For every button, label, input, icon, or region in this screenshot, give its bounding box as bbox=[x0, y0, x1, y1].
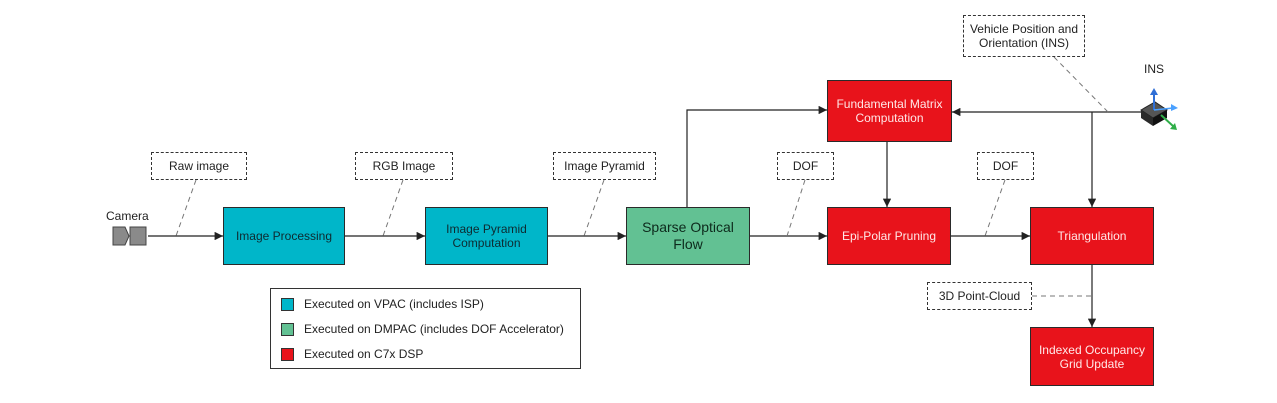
tag-leader-dof-2 bbox=[984, 179, 1006, 237]
dof-tag-2: DOF bbox=[977, 152, 1034, 180]
image-pyramid-tag: Image Pyramid bbox=[553, 152, 656, 180]
dof-tag-1: DOF bbox=[777, 152, 834, 180]
legend-label-c7x: Executed on C7x DSP bbox=[304, 347, 424, 361]
raw-image-tag: Raw image bbox=[151, 152, 247, 180]
image-processing-node[interactable]: Image Processing bbox=[223, 207, 345, 265]
legend-item-vpac: Executed on VPAC (includes ISP) bbox=[281, 297, 484, 311]
tag-leader-image-pyramid bbox=[583, 179, 605, 237]
tag-leader-raw-image bbox=[175, 179, 197, 237]
tag-leader-rgb-image bbox=[382, 179, 404, 237]
legend: Executed on VPAC (includes ISP) Executed… bbox=[270, 288, 581, 369]
point-cloud-tag: 3D Point-Cloud bbox=[927, 282, 1032, 310]
camera-icon bbox=[112, 226, 147, 246]
triangulation-node[interactable]: Triangulation bbox=[1030, 207, 1154, 265]
occupancy-grid-node[interactable]: Indexed Occupancy Grid Update bbox=[1030, 327, 1154, 386]
rgb-image-tag: RGB Image bbox=[355, 152, 453, 180]
vehicle-position-tag: Vehicle Position and Orientation (INS) bbox=[963, 15, 1085, 57]
edge-flow-to-fundamental bbox=[686, 105, 827, 207]
legend-label-dmpac: Executed on DMPAC (includes DOF Accelera… bbox=[304, 322, 564, 336]
image-pyramid-computation-node[interactable]: Image Pyramid Computation bbox=[425, 207, 548, 265]
legend-item-dmpac: Executed on DMPAC (includes DOF Accelera… bbox=[281, 322, 564, 336]
legend-label-vpac: Executed on VPAC (includes ISP) bbox=[304, 297, 484, 311]
epipolar-pruning-node[interactable]: Epi-Polar Pruning bbox=[827, 207, 951, 265]
legend-swatch-vpac bbox=[281, 297, 294, 311]
ins-label: INS bbox=[1144, 62, 1165, 76]
sparse-optical-flow-node[interactable]: Sparse Optical Flow bbox=[626, 207, 750, 265]
ins-sensor-icon bbox=[1140, 88, 1178, 130]
legend-item-c7x: Executed on C7x DSP bbox=[281, 347, 423, 361]
legend-swatch-c7x bbox=[281, 347, 294, 361]
tag-leader-dof-1 bbox=[786, 179, 806, 237]
camera-label: Camera bbox=[106, 209, 149, 223]
fundamental-matrix-node[interactable]: Fundamental Matrix Computation bbox=[827, 80, 952, 142]
legend-swatch-dmpac bbox=[281, 322, 294, 336]
tag-leader-vehicle-position bbox=[1053, 56, 1109, 113]
